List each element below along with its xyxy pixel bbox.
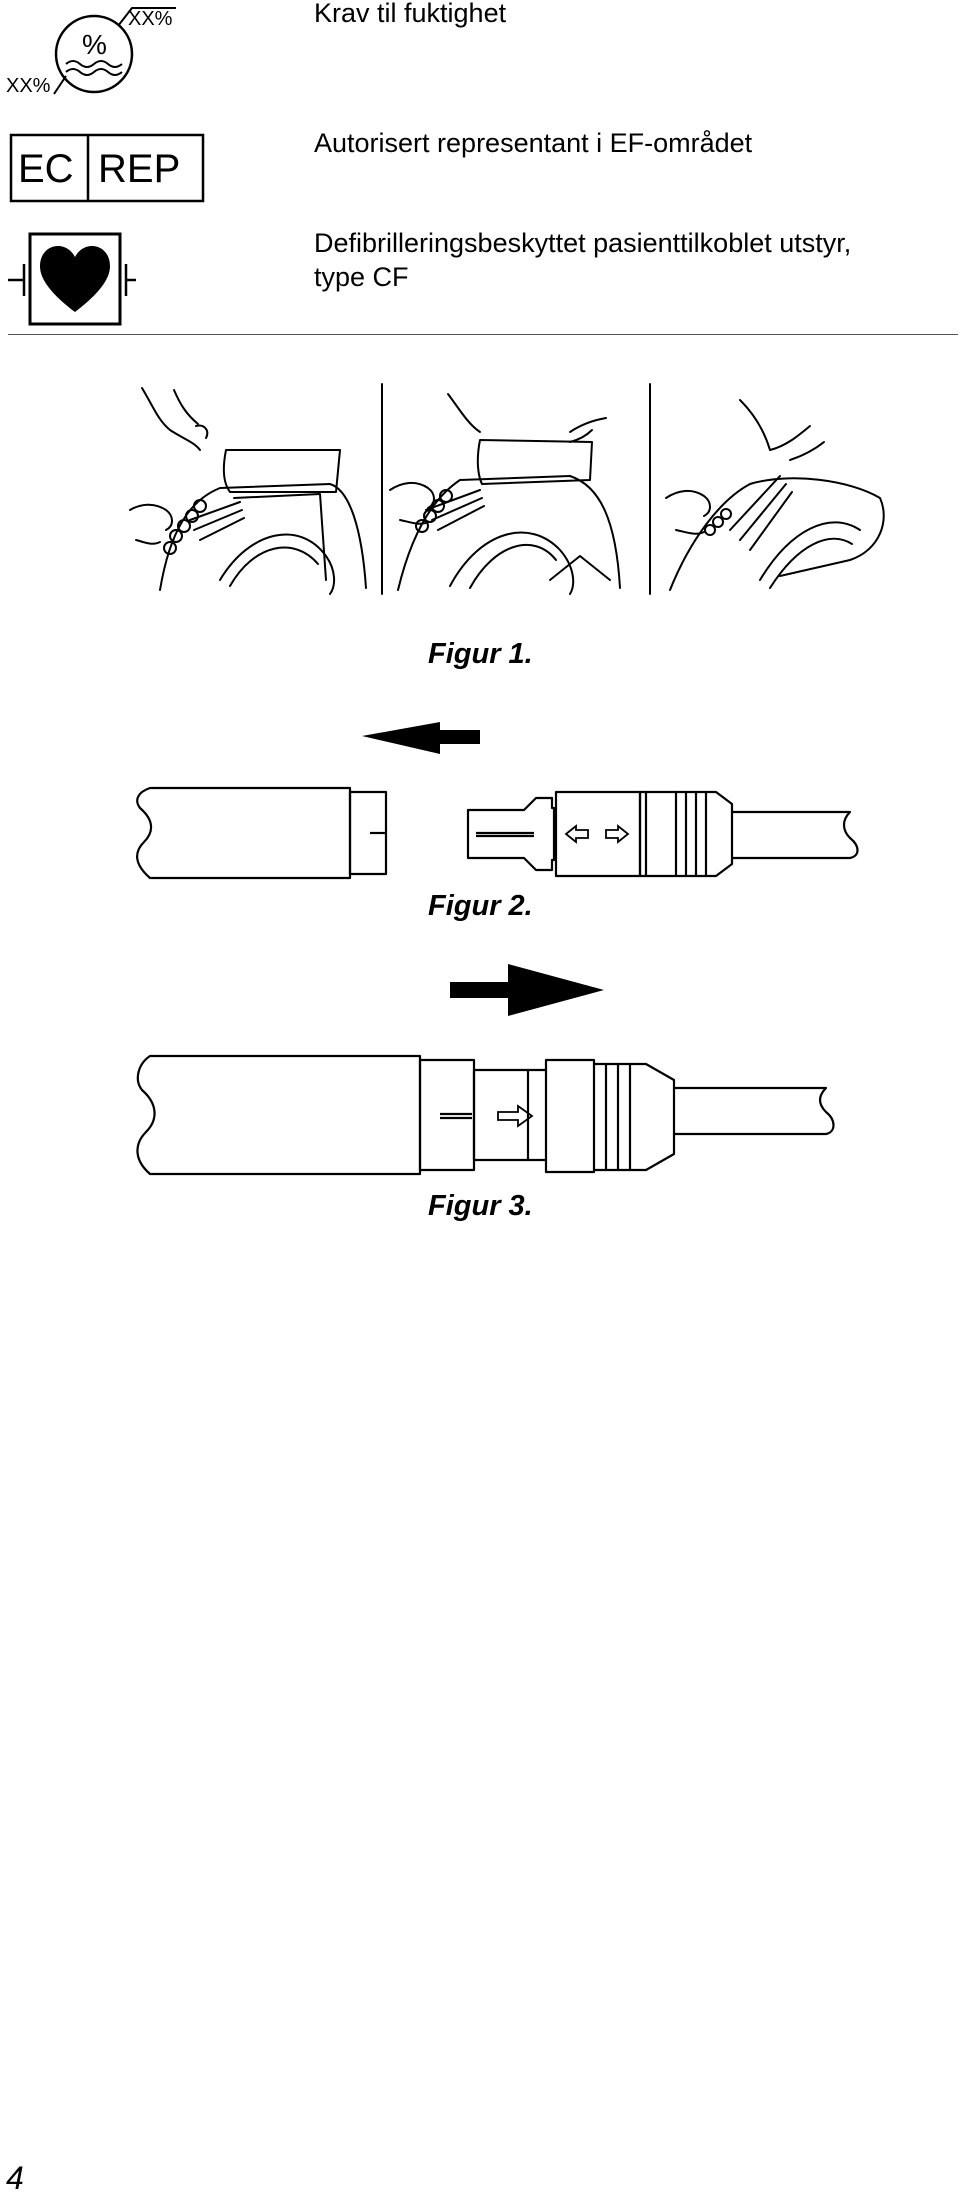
humidity-upper-label: XX% — [128, 8, 173, 30]
page-number: 4 — [6, 2160, 24, 2196]
figure-3-illustration — [136, 964, 835, 1176]
figure-2-caption: Figur 2. — [428, 890, 533, 922]
figure-3-caption: Figur 3. — [428, 1190, 533, 1222]
humidity-limit-icon: % XX% XX% — [6, 7, 176, 97]
insert-arrow-icon — [497, 1104, 534, 1128]
ec-rep-description: Autorisert representant i EF-området — [314, 128, 753, 158]
defib-description-line1: Defibrilleringsbeskyttet pasienttilkoble… — [314, 228, 852, 258]
humidity-lower-label: XX% — [6, 75, 51, 97]
double-arrow-icon — [564, 824, 630, 844]
section-divider — [8, 334, 958, 335]
defibrillation-proof-type-cf-icon — [8, 232, 136, 326]
rep-label: REP — [98, 147, 180, 191]
defib-description-line2: type CF — [314, 262, 409, 292]
ec-rep-icon: EC REP — [9, 133, 205, 203]
arrow-right-icon — [450, 964, 604, 1016]
humidity-description: Krav til fuktighet — [314, 0, 507, 28]
humidity-center-label: % — [82, 29, 107, 60]
ec-label: EC — [18, 147, 74, 191]
figure-2-illustration — [136, 722, 859, 880]
figure-1-illustration — [129, 383, 885, 595]
arrow-left-icon — [362, 722, 480, 754]
figure-1-caption: Figur 1. — [428, 638, 533, 670]
